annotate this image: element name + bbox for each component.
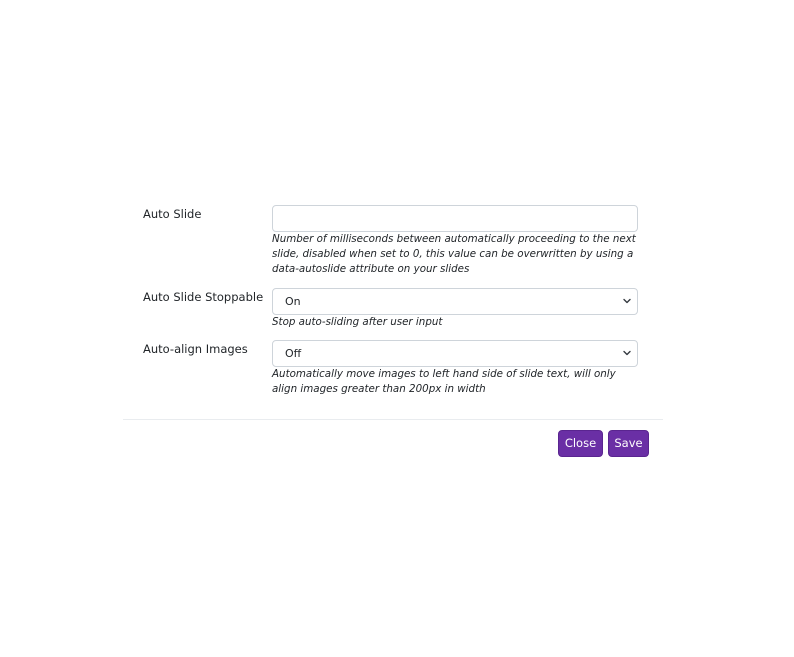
auto-slide-stoppable-help: Stop auto-sliding after user input [272,316,443,328]
auto-slide-stoppable-value: On [285,295,301,308]
footer-divider [123,419,663,420]
auto-slide-help: Number of milliseconds between automatic… [272,233,636,275]
auto-align-images-select[interactable]: Off [272,340,638,367]
auto-align-images-label: Auto-align Images [143,342,248,356]
auto-slide-label: Auto Slide [143,207,202,221]
save-button[interactable]: Save [608,430,649,457]
close-button[interactable]: Close [558,430,603,457]
auto-align-images-help: Automatically move images to left hand s… [272,368,616,395]
auto-align-images-value: Off [285,347,302,360]
auto-slide-stoppable-select[interactable]: On [272,288,638,315]
auto-slide-stoppable-label: Auto Slide Stoppable [143,290,264,304]
chevron-down-icon [623,298,631,304]
chevron-down-icon [623,350,631,356]
auto-slide-input[interactable] [272,205,638,232]
